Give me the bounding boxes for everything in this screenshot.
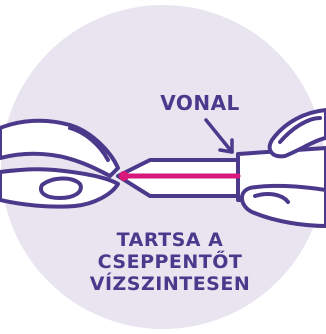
instruction-line-2: CSEPPENTŐT <box>98 249 243 273</box>
right-hand-icon <box>240 108 326 228</box>
callout-label: VONAL <box>160 91 240 115</box>
callout-arrow-icon <box>204 118 234 154</box>
fill-line-indicator <box>119 171 241 181</box>
instruction-line-1: TARTSA A <box>117 229 224 251</box>
instruction-line-3: VÍZSZINTESEN <box>90 272 251 295</box>
left-hand-icon <box>0 118 120 209</box>
